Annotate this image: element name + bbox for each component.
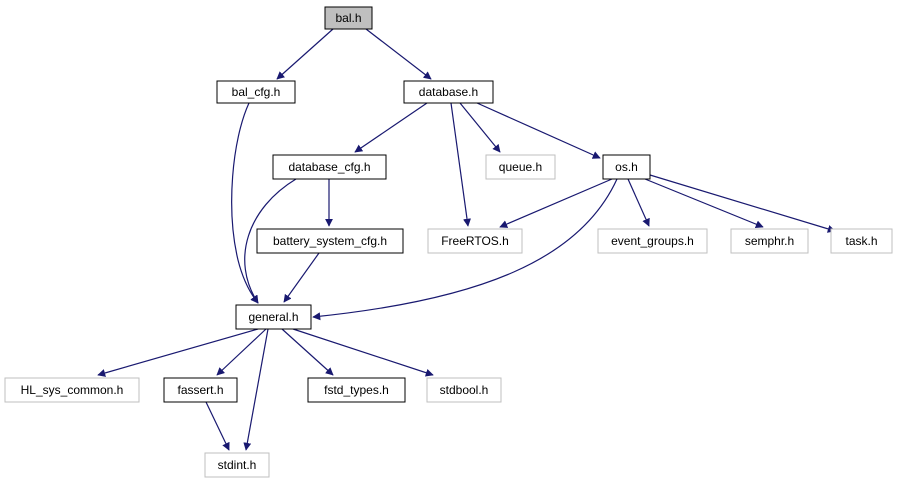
node-box	[830, 228, 893, 254]
node-box	[4, 377, 140, 403]
node-label: os.h	[615, 160, 638, 174]
node-box	[426, 377, 502, 403]
node-task-h[interactable]: task.h	[830, 228, 893, 254]
node-box	[235, 304, 312, 330]
edge-fassert_h-to-stdint_h	[205, 401, 230, 451]
node-fstd-types-h[interactable]: fstd_types.h	[307, 377, 406, 403]
node-fassert-h[interactable]: fassert.h	[163, 377, 238, 403]
edge-os_h-to-general_h	[312, 178, 618, 321]
node-box	[427, 228, 523, 254]
edge-os_h-to-event_groups_h	[627, 178, 650, 227]
node-semphr-h[interactable]: semphr.h	[730, 228, 809, 254]
node-bal-cfg-h[interactable]: bal_cfg.h	[216, 80, 296, 104]
node-box	[730, 228, 809, 254]
node-label: stdbool.h	[440, 383, 489, 397]
node-label: database_cfg.h	[288, 160, 370, 174]
edge-general_h-to-hl_sys_common_h	[97, 328, 259, 377]
node-box	[485, 154, 556, 180]
node-os-h[interactable]: os.h	[602, 154, 651, 180]
edge-bal_cfg_h-to-general_h	[231, 102, 259, 304]
node-database-h[interactable]: database.h	[403, 80, 494, 104]
edge-general_h-to-stdint_h	[243, 328, 269, 451]
edge-database_h-to-freertos_h	[450, 102, 471, 227]
node-label: stdint.h	[218, 458, 257, 472]
edges-layer	[97, 28, 836, 451]
node-box	[272, 154, 387, 180]
edge-bal_h-to-bal_cfg_h	[276, 28, 334, 80]
node-box	[256, 228, 404, 254]
node-label: HL_sys_common.h	[21, 383, 124, 397]
node-battery-system-cfg-h[interactable]: battery_system_cfg.h	[256, 228, 404, 254]
nodes-layer: bal.h bal_cfg.h database.h database_cfg.h qu…	[4, 6, 893, 478]
edge-general_h-to-stdbool_h	[292, 328, 434, 377]
edge-os_h-to-semphr_h	[644, 178, 764, 228]
edge-database_h-to-os_h	[476, 102, 601, 159]
node-freertos-h[interactable]: FreeRTOS.h	[427, 228, 523, 254]
node-box	[216, 80, 296, 104]
node-box	[307, 377, 406, 403]
edge-bal_h-to-database_h	[365, 28, 432, 80]
edge-database_h-to-database_cfg_h	[354, 102, 428, 153]
edge-os_h-to-task_h	[649, 174, 836, 233]
node-label: FreeRTOS.h	[441, 234, 509, 248]
node-box	[163, 377, 238, 403]
node-label: task.h	[845, 234, 877, 248]
node-label: bal_cfg.h	[232, 85, 281, 99]
node-label: bal.h	[335, 11, 361, 25]
node-queue-h[interactable]: queue.h	[485, 154, 556, 180]
node-general-h[interactable]: general.h	[235, 304, 312, 330]
node-box	[403, 80, 494, 104]
node-box	[324, 6, 373, 30]
node-label: semphr.h	[745, 234, 794, 248]
node-label: event_groups.h	[611, 234, 694, 248]
edge-general_h-to-fstd_types_h	[281, 328, 334, 376]
node-label: fstd_types.h	[324, 383, 389, 397]
node-box	[597, 228, 708, 254]
node-label: battery_system_cfg.h	[273, 234, 387, 248]
node-label: database.h	[419, 85, 478, 99]
edge-general_h-to-fassert_h	[216, 328, 267, 376]
node-label: queue.h	[499, 160, 542, 174]
node-box	[602, 154, 651, 180]
edge-os_h-to-freertos_h	[499, 178, 613, 228]
node-hl-sys-common-h[interactable]: HL_sys_common.h	[4, 377, 140, 403]
node-stdint-h[interactable]: stdint.h	[204, 452, 270, 478]
node-bal-h: bal.h	[324, 6, 373, 30]
edge-database_cfg_h-to-general_h	[244, 178, 297, 304]
edge-database_h-to-queue_h	[459, 102, 501, 153]
node-box	[204, 452, 270, 478]
node-label: fassert.h	[177, 383, 223, 397]
node-event-groups-h[interactable]: event_groups.h	[597, 228, 708, 254]
edge-battery_system_cfg_h-to-general_h	[283, 252, 320, 303]
node-database-cfg-h[interactable]: database_cfg.h	[272, 154, 387, 180]
node-label: general.h	[248, 310, 298, 324]
node-stdbool-h[interactable]: stdbool.h	[426, 377, 502, 403]
